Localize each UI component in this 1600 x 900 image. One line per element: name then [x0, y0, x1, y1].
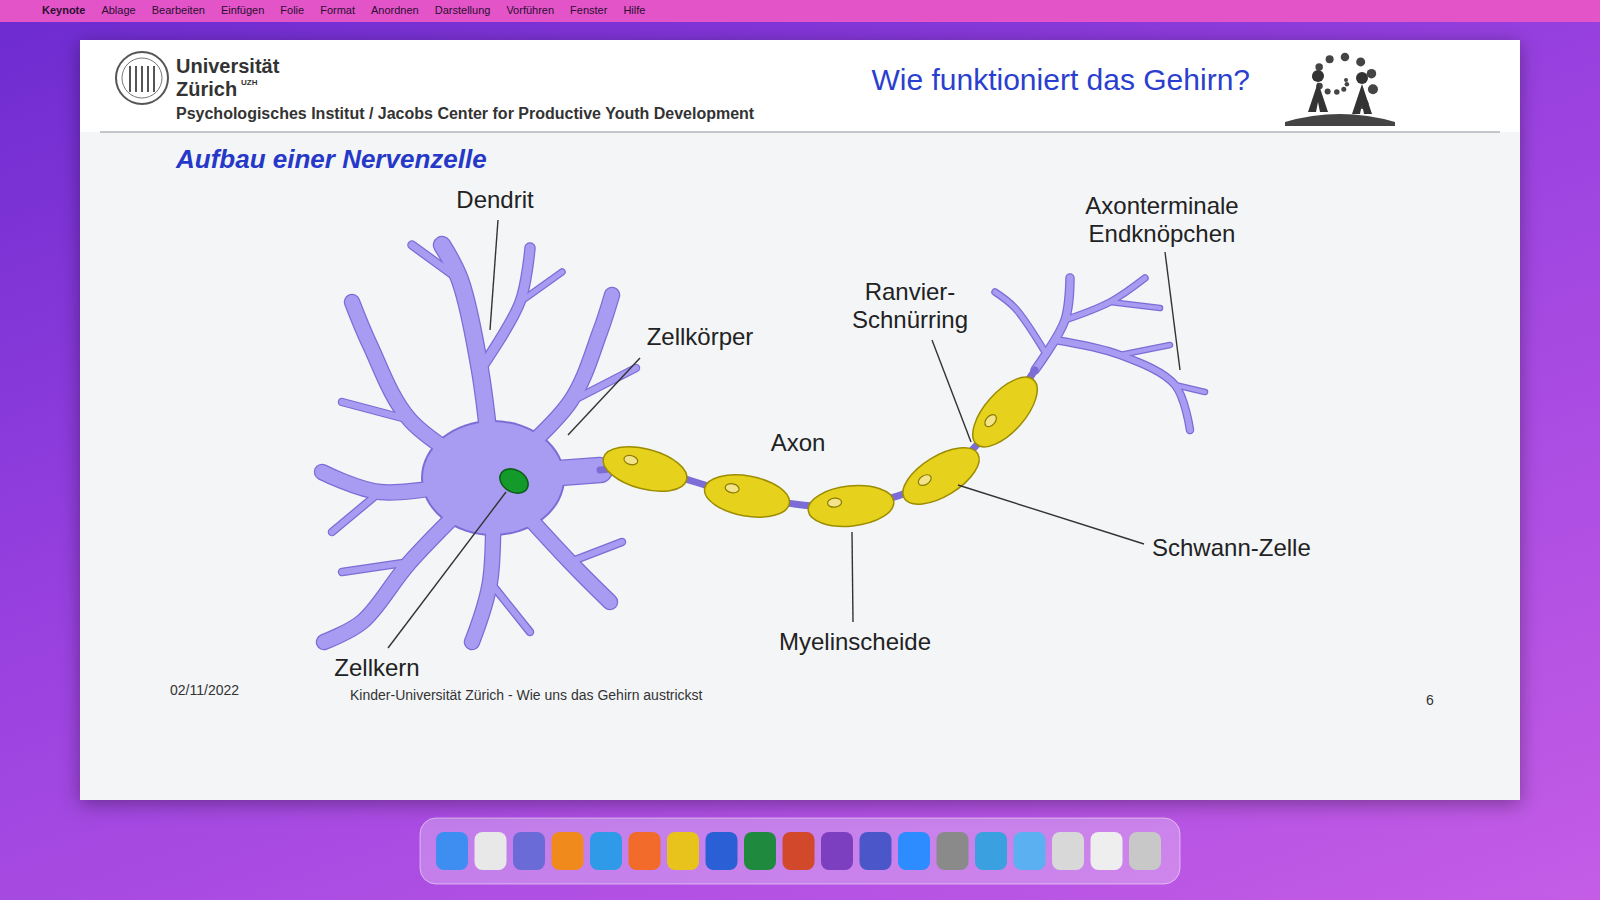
dendrite [490, 582, 530, 632]
dendrite [412, 245, 460, 280]
dendrite [1055, 340, 1190, 430]
university-abbreviation: UZH [241, 78, 257, 87]
dendrite [1110, 302, 1160, 308]
part-label: Zellkörper [647, 323, 754, 351]
dock-icon [475, 832, 507, 870]
dendrite-outline [1035, 278, 1070, 370]
neuron [322, 245, 1205, 642]
menu-item: Folie [280, 4, 304, 17]
myelin-segment [598, 439, 691, 500]
part-label: Schwann-Zelle [1152, 534, 1311, 562]
leader-line [852, 532, 853, 622]
dendrite-outline [1055, 340, 1190, 430]
dock-icon [1014, 832, 1046, 870]
myelin-segment [701, 469, 793, 524]
dock-icon [821, 832, 853, 870]
slide: Universität ZürichUZH Psychologisches Ins… [80, 40, 1520, 800]
part-label: Zellkern [334, 654, 419, 682]
footer-date: 02/11/2022 [170, 682, 239, 698]
dendrite [480, 248, 530, 370]
dendrite [520, 272, 562, 302]
dock-icon [1129, 832, 1161, 870]
header-ground [80, 40, 1520, 132]
dendrite [995, 292, 1045, 352]
menu-item: Anordnen [371, 4, 419, 17]
dock-icon [590, 832, 622, 870]
kids-university-logo [1285, 53, 1395, 126]
menu-item: Keynote [42, 4, 85, 17]
slide-heading: Aufbau einer Nervenzelle [176, 145, 487, 175]
myelin-segment [894, 437, 988, 516]
menu-item: Bearbeiten [152, 4, 205, 17]
part-label: Ranvier- Schnürring [843, 278, 978, 333]
cell-nucleus [496, 464, 533, 498]
dendrite [332, 492, 380, 532]
menu-item: Vorführen [506, 4, 554, 17]
dock-icon [860, 832, 892, 870]
menu-item: Ablage [101, 4, 135, 17]
university-logo [116, 52, 168, 104]
dock-icon [975, 832, 1007, 870]
dendrite-outline [480, 248, 530, 370]
dock-icon [937, 832, 969, 870]
institute-line: Psychologisches Institut / Jacobs Center… [176, 105, 754, 123]
part-label: Axonterminale Endknöpchen [1070, 192, 1255, 247]
part-label: Myelinscheide [779, 628, 931, 656]
leader-line [388, 492, 506, 648]
header-rule [100, 131, 1500, 133]
menu-item: Darstellung [435, 4, 491, 17]
dock-bar [420, 818, 1180, 884]
dock-icon [629, 832, 661, 870]
dendrite [342, 402, 410, 420]
dock-icon [744, 832, 776, 870]
dock-icon [436, 832, 468, 870]
university-name: Universität Zürich [176, 55, 301, 101]
dock-icon [1091, 832, 1123, 870]
dock-icon [513, 832, 545, 870]
dendrite-outline [490, 582, 530, 632]
myelin-segment [806, 482, 896, 531]
dendrite [570, 542, 622, 562]
dendrite-outline [1120, 345, 1170, 355]
dock-icon [1052, 832, 1084, 870]
dendrite-outline [570, 542, 622, 562]
leader-line [932, 340, 971, 442]
menu-item: Hilfe [623, 4, 645, 17]
leader-line [1165, 252, 1180, 370]
page-number: 6 [1426, 692, 1434, 708]
myelin-segment [962, 367, 1049, 458]
menu-item: Fenster [570, 4, 607, 17]
slide-title: Wie funktioniert das Gehirn? [871, 63, 1250, 98]
dock-icon [552, 832, 584, 870]
dendrite-outline [1110, 302, 1160, 308]
dock-icon [667, 832, 699, 870]
dock-icon [783, 832, 815, 870]
leader-line [490, 220, 498, 330]
dendrite [1175, 385, 1205, 392]
menu-item: Format [320, 4, 355, 17]
part-label: Axon [771, 429, 826, 457]
footer-text: Kinder-Universität Zürich - Wie uns das … [350, 687, 702, 703]
dendrite-outline [1065, 278, 1145, 320]
dendrite [1120, 345, 1170, 355]
leader-line [568, 358, 640, 435]
leader-line [958, 485, 1144, 544]
menu-item: Einfügen [221, 4, 264, 17]
dendrite-outline [995, 292, 1045, 352]
dendrite [1065, 278, 1145, 320]
dendrite [342, 562, 410, 572]
dendrite [1035, 278, 1070, 370]
dock-icon [706, 832, 738, 870]
cell-body [423, 422, 563, 534]
dendrite-outline [332, 492, 380, 532]
dock-icon [898, 832, 930, 870]
part-label: Dendrit [456, 186, 533, 214]
